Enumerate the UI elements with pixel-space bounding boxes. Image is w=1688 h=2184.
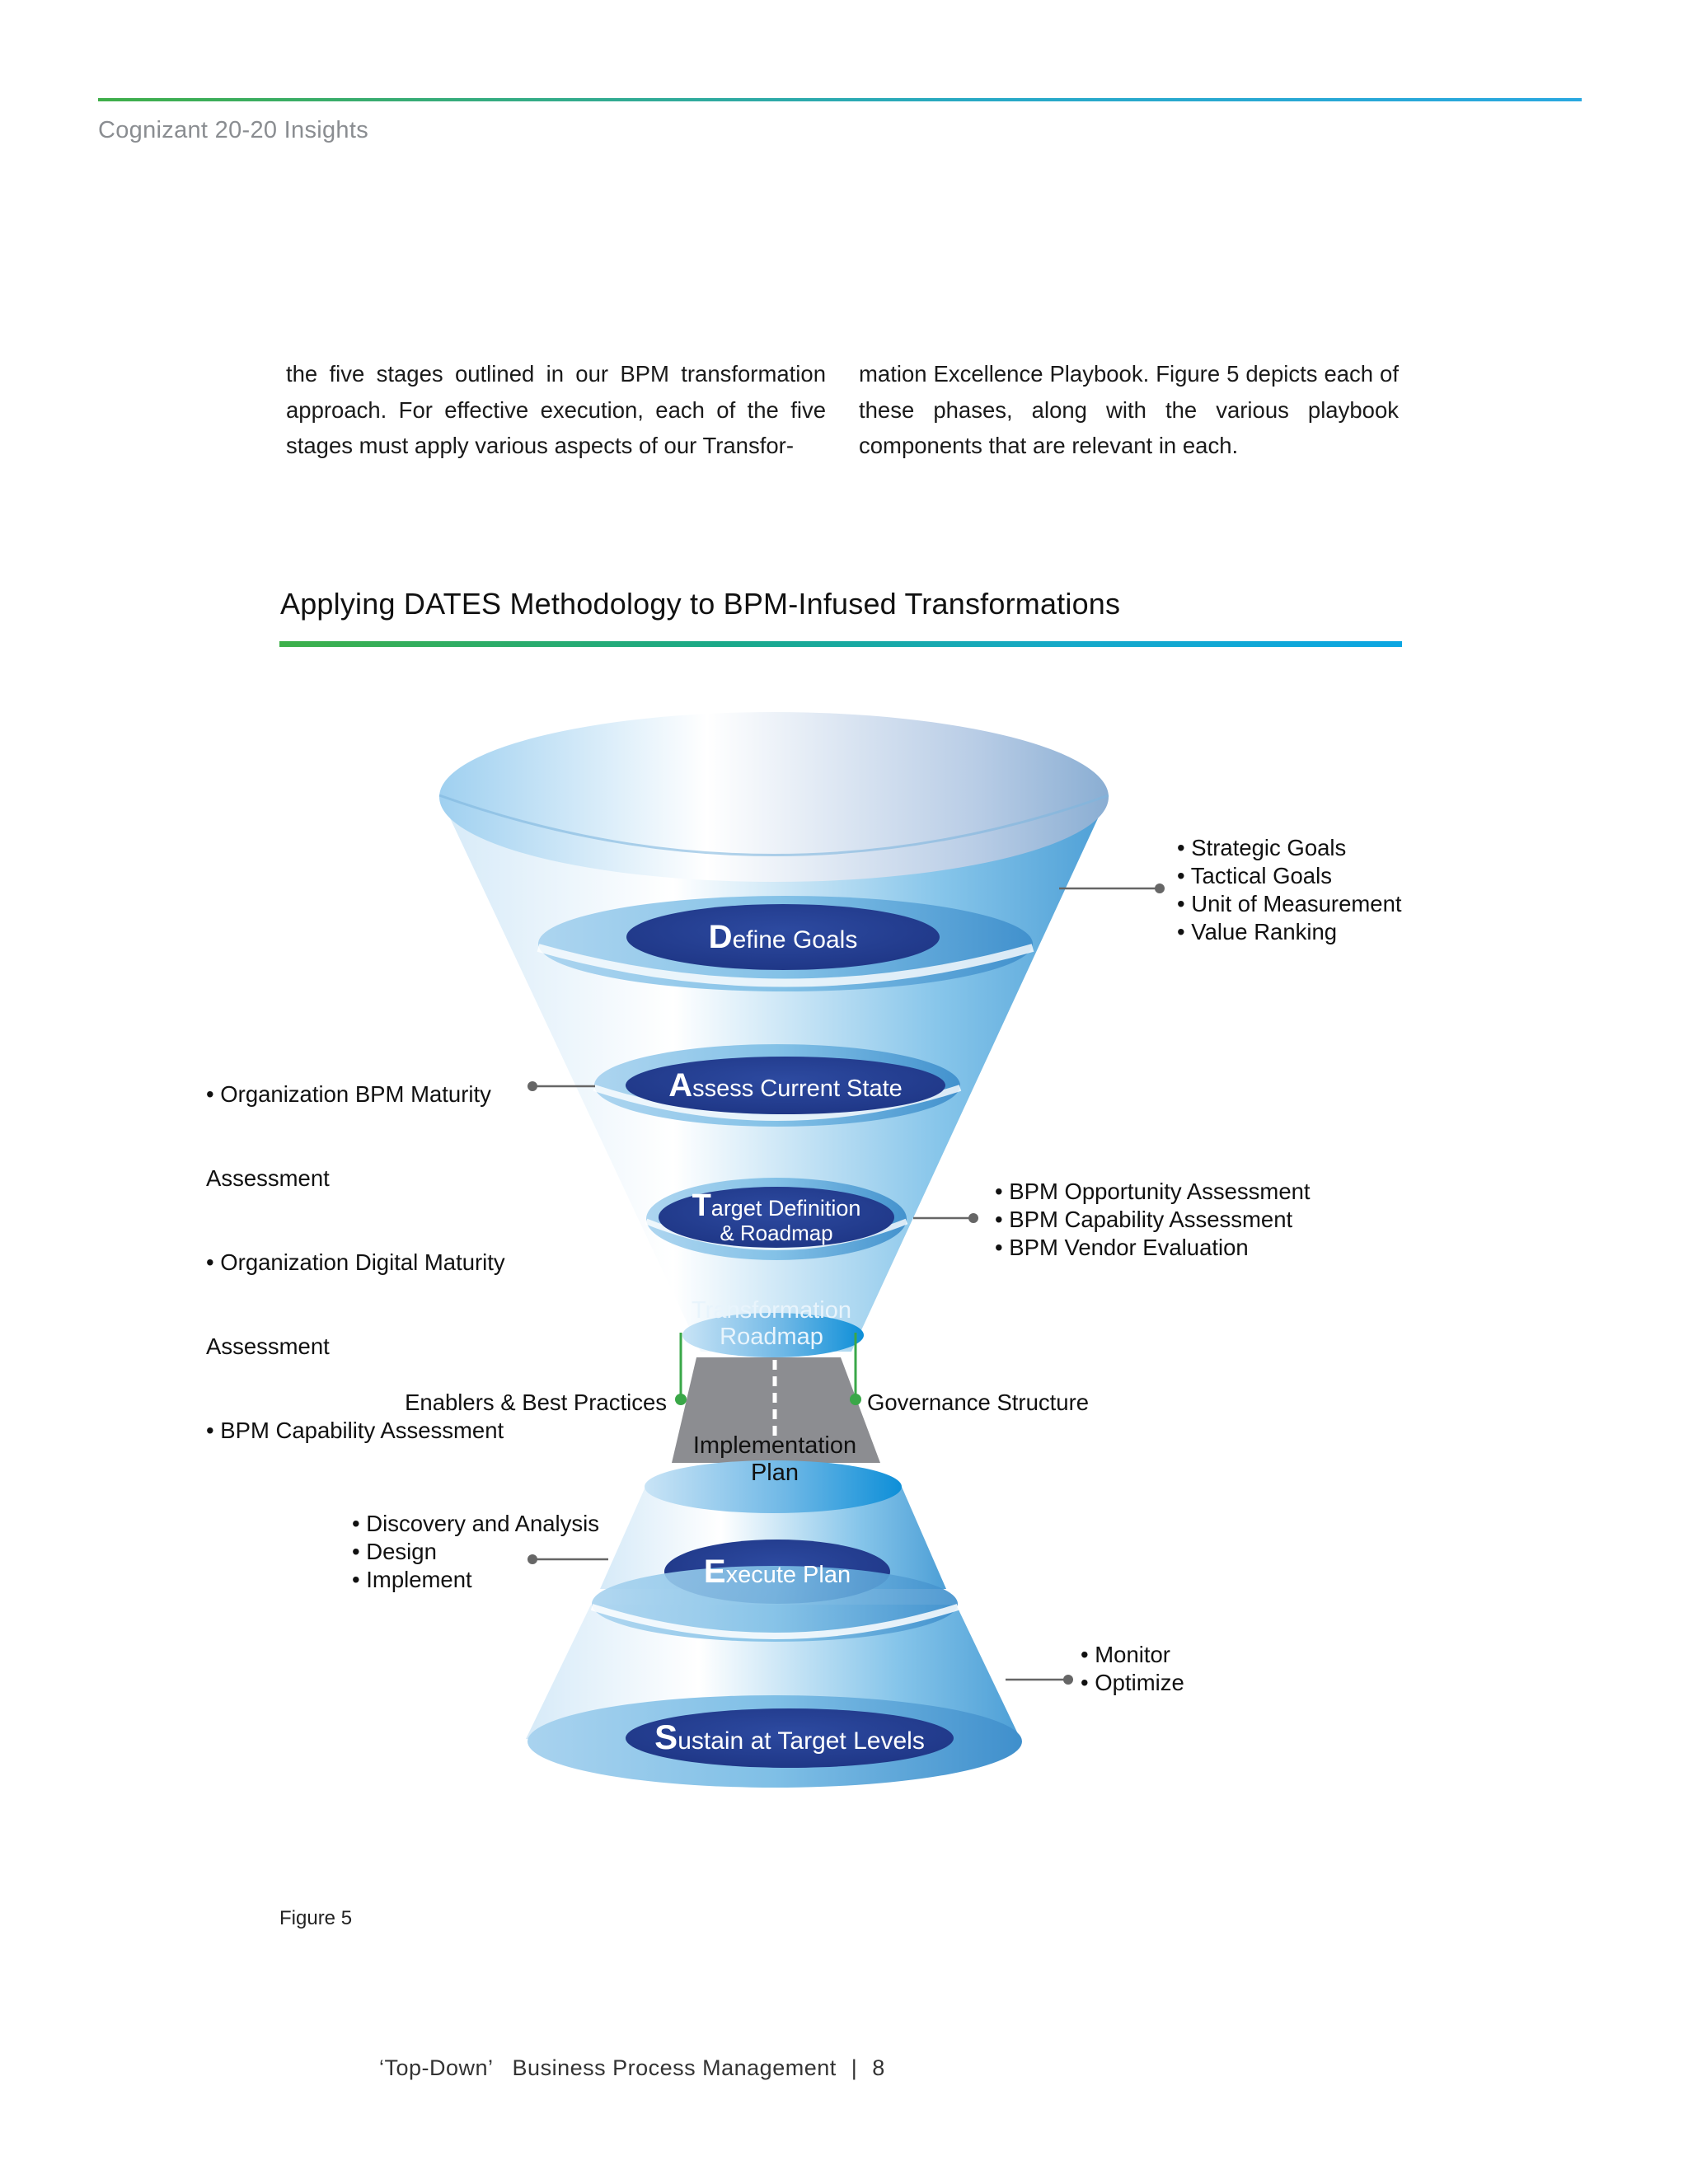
stage-target-label: Target Definition [692,1188,861,1223]
sustain-callout-list: • Monitor • Optimize [1081,1641,1184,1697]
page-number: 8 [872,2055,885,2080]
callout-item: • BPM Vendor Evaluation [995,1235,1249,1260]
page-footer: ‘Top-Down’ Business Process Management | 8 [379,2055,885,2081]
callout-item: Assessment [206,1165,330,1191]
stage-assess-pill [626,1057,945,1114]
enablers-label: Enablers & Best Practices [405,1390,667,1415]
stage-define-label: Define Goals [709,919,858,955]
stage-define-pill [626,904,940,970]
callout-item: • BPM Opportunity Assessment [995,1179,1311,1204]
callout-item: • Optimize [1081,1670,1184,1695]
callout-item: • Organization Digital Maturity [206,1249,505,1275]
callout-item: • Tactical Goals [1177,863,1332,888]
funnel-top-rim [439,712,1109,882]
callout-item: • BPM Capability Assessment [995,1207,1293,1232]
transformation-roadmap-line1: Transformation [692,1297,851,1324]
execute-callout-list: • Discovery and Analysis • Design • Impl… [352,1510,599,1594]
callout-item: • Monitor [1081,1642,1170,1667]
footer-separator: | [851,2055,858,2080]
header-rule [98,98,1582,101]
callout-item: • Discovery and Analysis [352,1511,600,1536]
execute-cap [645,1460,902,1513]
stage-sustain-label: Sustain at Target Levels [654,1718,925,1756]
figure-caption: Figure 5 [279,1907,353,1929]
sustain-rim [592,1566,958,1642]
publication-name: Cognizant 20-20 Insights [98,117,369,143]
body-text-left: the five stages outlined in our BPM tran… [286,361,826,458]
callout-item: • Organization BPM Maturity [206,1081,491,1107]
callout-item: Assessment [206,1333,330,1359]
define-callout-list: • Strategic Goals • Tactical Goals • Uni… [1177,834,1402,946]
figure-title-rule [279,641,1402,647]
stage-sustain-pill [626,1708,954,1768]
stage-target-pill [659,1187,894,1248]
implementation-plan-line2: Plan [751,1460,799,1486]
footer-title: ‘Top-Down’ Business Process Management [379,2055,837,2080]
transformation-roadmap-cap [682,1313,864,1357]
stage-execute-label: Execute Plan [704,1554,851,1590]
stage-assess-label: Assess Current State [668,1067,903,1104]
governance-label: Governance Structure [867,1390,1089,1415]
assess-callout-list: • Organization BPM Maturity Assessment •… [206,1024,505,1473]
body-text-right: mation Excellence Playbook. Figure 5 dep… [859,361,1399,458]
callout-item: • BPM Capability Assessment [206,1418,504,1443]
implementation-plan-line1: Implementation [693,1432,856,1459]
target-callout-list: • BPM Opportunity Assessment • BPM Capab… [995,1178,1311,1262]
stage-target-label-line2: & Roadmap [720,1221,832,1245]
transformation-roadmap-line2: Roadmap [720,1324,823,1350]
callout-item: • Unit of Measurement [1177,891,1402,916]
callout-item: • Strategic Goals [1177,835,1347,860]
enablers-connector [678,1333,682,1401]
callout-item: • Design [352,1539,437,1564]
callout-item: • Value Ranking [1177,919,1338,944]
callout-item: • Implement [352,1567,472,1592]
figure-title: Applying DATES Methodology to BPM-Infuse… [280,587,1121,621]
